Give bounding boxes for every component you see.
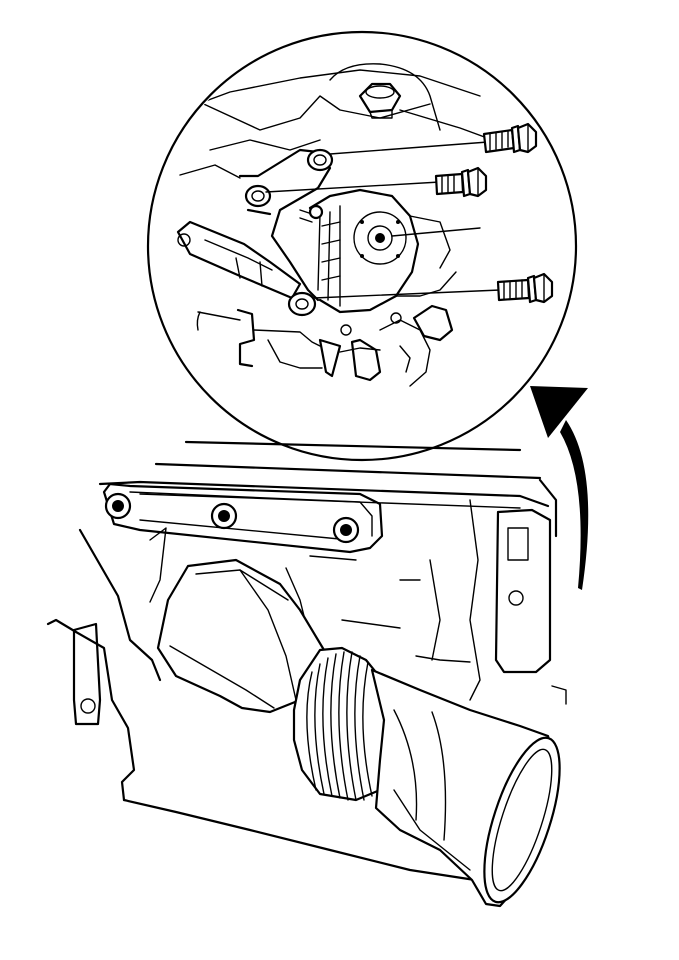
engine-structure-icon xyxy=(159,63,521,179)
detail-view xyxy=(146,30,578,462)
bolt-icon xyxy=(496,272,554,304)
bellows-ribs xyxy=(306,651,373,801)
bracket-holes xyxy=(177,148,334,317)
main-view xyxy=(46,440,567,908)
bolt-icon xyxy=(482,122,538,154)
exhaust-manifold-icon xyxy=(102,482,384,554)
detail-circle xyxy=(146,30,578,462)
bolt-icon xyxy=(434,166,488,198)
generator-icon xyxy=(299,188,457,314)
side-bracket-icon xyxy=(494,508,552,674)
leader-lines xyxy=(265,141,501,299)
lower-components xyxy=(196,304,454,387)
air-intake-duct-icon xyxy=(156,558,561,908)
arrow-up-icon xyxy=(530,386,589,590)
mounting-bracket-icon xyxy=(176,148,332,302)
left-bracket-icon xyxy=(72,622,102,726)
nut-icon xyxy=(358,82,402,119)
